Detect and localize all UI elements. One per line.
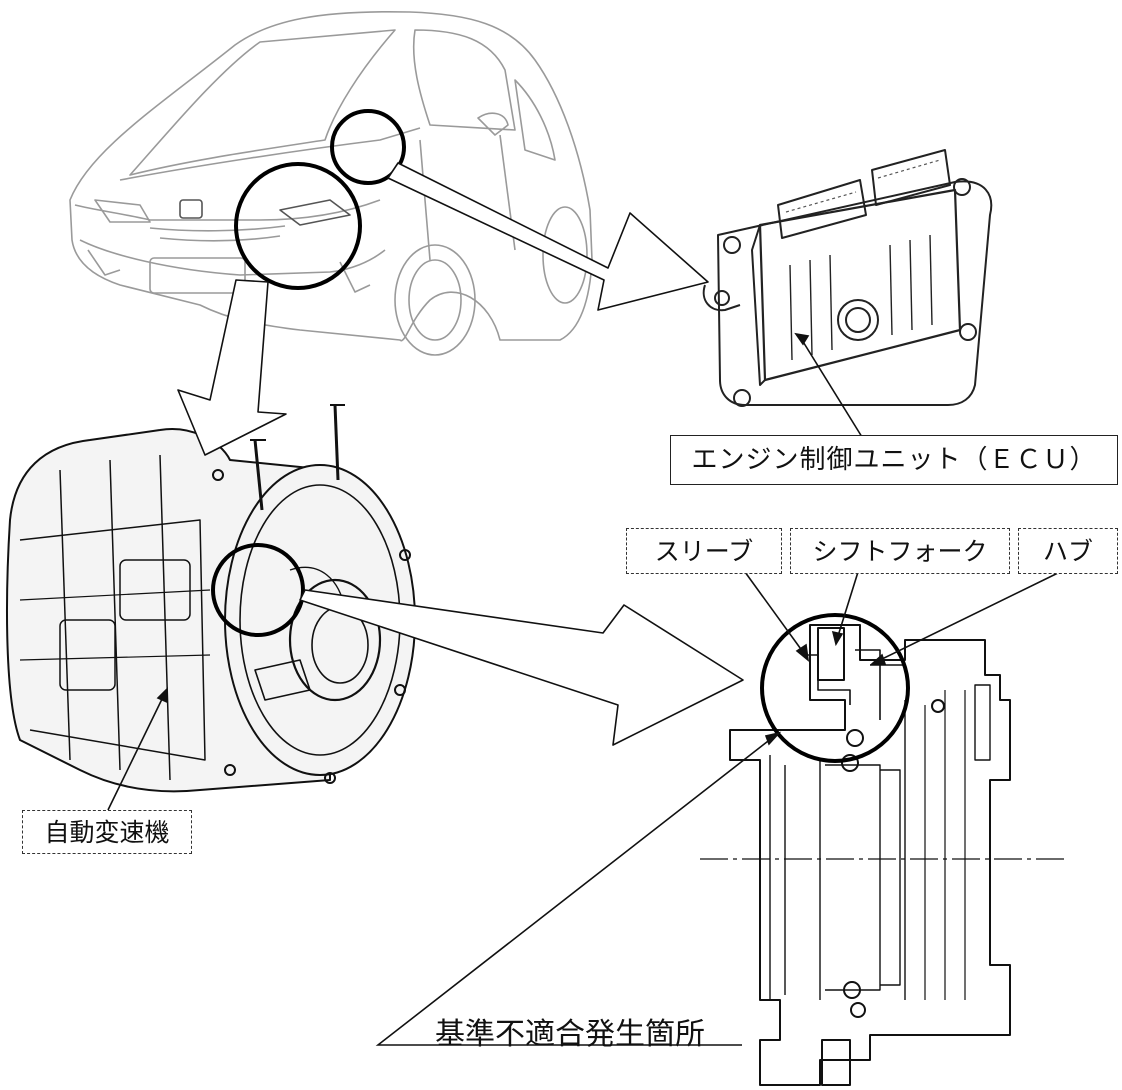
ecu-illustration: [702, 149, 993, 407]
transmission-callout-arrow: [177, 279, 287, 456]
ecu-callout-arrow: [387, 162, 709, 311]
sleeve-label: スリーブ: [626, 528, 782, 574]
defect-leader-line: [375, 737, 773, 1046]
ecu-leader-line: [801, 339, 863, 438]
automatic-transmission-label: 自動変速機: [22, 810, 192, 854]
transmission-illustration: [6, 404, 416, 793]
fork-leader-line: [837, 571, 859, 637]
sleeve-leader-line: [744, 571, 804, 653]
car-illustration: [69, 10, 593, 356]
ecu-label: エンジン制御ユニット（ＥＣＵ）: [670, 435, 1118, 485]
hub-label: ハブ: [1018, 528, 1118, 574]
transmission-location-circle: [234, 162, 362, 290]
section-callout-arrow: [299, 589, 744, 746]
hub-leader-line: [879, 571, 1061, 661]
gear-location-circle: [211, 543, 305, 637]
leader-lines: [107, 332, 1061, 1046]
defect-location-label: 基準不適合発生箇所: [435, 1017, 705, 1052]
callout-arrows: [177, 162, 744, 746]
ecu-leader-head: [794, 332, 810, 346]
shift-fork-label: シフトフォーク: [790, 528, 1010, 574]
clutch-cross-section: [700, 624, 1065, 1086]
ecu-location-circle: [330, 109, 406, 185]
defect-location-circle: [760, 613, 910, 763]
highlight-circles: [211, 109, 910, 763]
at-leader-line: [107, 696, 164, 811]
